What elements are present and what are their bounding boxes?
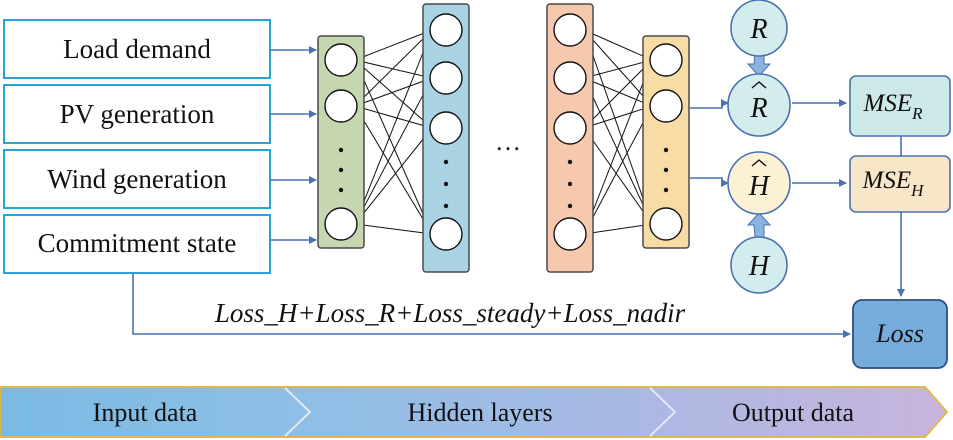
- l1-l2-edge-2-2: [354, 77, 433, 107]
- connections-layer3-layer4: [583, 29, 653, 235]
- mse-h-subscript: H: [910, 181, 925, 200]
- l3-l4-edge-4-3: [583, 223, 653, 235]
- arrow-commitment-to-loss: [132, 273, 851, 338]
- layer-4-ellipsis-dot-3: [663, 187, 669, 193]
- layer-1-ellipsis-dot-1: [338, 147, 344, 153]
- layers-ellipsis: …: [495, 127, 521, 156]
- l1-l2-edge-3-1: [354, 29, 433, 225]
- layer-2-neuron-2: [429, 61, 463, 95]
- layer-3-ellipsis-dot-3: [567, 203, 573, 209]
- layer-1-neuron-2: [324, 89, 358, 123]
- banner-shape: [0, 386, 949, 438]
- layer-1-ellipsis-dot-2: [338, 167, 344, 173]
- connections-layer1-layer2: [354, 29, 433, 235]
- layer-3-neuron-3: [553, 111, 587, 145]
- banner-divider-1: [284, 387, 312, 437]
- banner-hidden-layers: Hidden layers: [407, 398, 552, 427]
- mse-h-main: MSE: [862, 167, 912, 194]
- l1-l2-edge-2-1: [354, 29, 433, 107]
- l3-l4-edge-1-1: [583, 29, 653, 61]
- input-label-commitment-state: Commitment state: [38, 228, 237, 258]
- arrow-to-h-hat: [689, 177, 729, 187]
- l1-l2-edge-2-4: [354, 105, 433, 235]
- mse-h-box: MSEH: [849, 155, 951, 213]
- l1-l2-edge-1-1: [354, 29, 433, 61]
- input-label-load-demand: Load demand: [63, 34, 211, 64]
- input-box-commitment-state: Commitment state: [3, 214, 271, 274]
- node-h-label: H: [748, 251, 771, 282]
- l3-l4-edge-3-1: [583, 59, 653, 129]
- layer-1-ellipsis-dot-3: [338, 187, 344, 193]
- l1-l2-edge-1-3: [354, 59, 433, 129]
- loss-label: Loss: [875, 319, 924, 348]
- layer-4-neuron-1: [649, 43, 683, 77]
- node-r-hat-label: R: [749, 93, 767, 124]
- layer-4-ellipsis-dot-1: [663, 147, 669, 153]
- banner-divider-2: [649, 387, 677, 437]
- output-arrows: [132, 99, 905, 338]
- l3-l4-edge-1-2: [583, 29, 653, 107]
- layer-1-neuron-1: [324, 43, 358, 77]
- l1-l2-edge-1-2: [354, 59, 433, 79]
- mse-h-label: MSEH: [862, 167, 926, 200]
- node-h: H: [730, 236, 788, 294]
- layer-3-ellipsis-dot-2: [567, 181, 573, 187]
- layer-3-neuron-2: [553, 61, 587, 95]
- l3-l4-edge-2-3: [583, 77, 653, 225]
- banner-input-data: Input data: [93, 398, 198, 427]
- layer-4-ellipsis-dot-2: [663, 167, 669, 173]
- l3-l4-edge-2-2: [583, 77, 653, 107]
- l1-l2-edge-3-3: [354, 127, 433, 225]
- arrow-to-r-hat: [689, 99, 729, 109]
- input-arrows: [270, 46, 317, 244]
- neurons: [324, 13, 683, 251]
- l3-l4-edge-1-3: [583, 29, 653, 225]
- layer-4-column: [642, 35, 690, 249]
- node-r-hat: R: [727, 73, 791, 137]
- mse-r-box: MSER: [849, 75, 951, 137]
- layer-4-neuron-2: [649, 89, 683, 123]
- node-h-hat-label: H: [748, 171, 771, 202]
- node-r-label: R: [749, 14, 767, 45]
- l3-l4-edge-4-1: [583, 59, 653, 235]
- layer-2-neuron-4: [429, 217, 463, 251]
- layer-2-ellipsis-dot-1: [443, 159, 449, 165]
- node-r: R: [730, 0, 788, 57]
- l3-l4-edge-3-2: [583, 105, 653, 129]
- layer-2-neuron-1: [429, 13, 463, 47]
- l3-l4-edge-4-2: [583, 105, 653, 235]
- layer-2-ellipsis-dot-3: [443, 203, 449, 209]
- l1-l2-edge-2-3: [354, 105, 433, 129]
- input-label-wind-generation: Wind generation: [47, 164, 227, 194]
- layer-1-neuron-3: [324, 207, 358, 241]
- input-box-load-demand: Load demand: [3, 19, 271, 79]
- block-arrow-h-to-h-hat: [746, 212, 772, 238]
- layer-2-neuron-3: [429, 111, 463, 145]
- input-box-pv-generation: PV generation: [3, 84, 271, 144]
- l1-l2-edge-3-4: [354, 223, 433, 235]
- input-label-pv-generation: PV generation: [60, 99, 215, 129]
- hat-accent-r: [751, 81, 767, 89]
- l3-l4-edge-3-3: [583, 127, 653, 225]
- layer-3-neuron-1: [553, 13, 587, 47]
- l1-l2-edge-3-2: [354, 77, 433, 225]
- mse-r-main: MSE: [863, 90, 913, 117]
- layer-1-column: [317, 35, 365, 249]
- mse-r-label: MSER: [863, 90, 924, 123]
- bottom-banner: Input data Hidden layers Output data: [0, 386, 949, 438]
- loss-formula: Loss_H+Loss_R+Loss_steady+Loss_nadir: [214, 298, 686, 328]
- l1-l2-edge-1-4: [354, 59, 433, 235]
- banner-output-data: Output data: [732, 398, 854, 427]
- mse-r-subscript: R: [911, 104, 923, 123]
- layer-2-ellipsis-dot-2: [443, 181, 449, 187]
- layer-4-neuron-3: [649, 207, 683, 241]
- layer-3-neuron-4: [553, 217, 587, 251]
- loss-box: Loss: [852, 299, 948, 369]
- input-box-wind-generation: Wind generation: [3, 149, 271, 209]
- l3-l4-edge-2-1: [583, 59, 653, 79]
- hat-accent-h: [751, 159, 767, 167]
- node-h-hat: H: [727, 151, 791, 215]
- layer-3-ellipsis-dot-1: [567, 159, 573, 165]
